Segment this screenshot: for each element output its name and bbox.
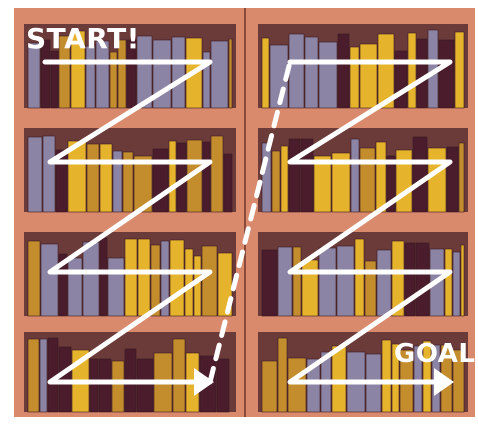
book xyxy=(459,143,464,212)
book xyxy=(288,358,306,412)
book xyxy=(28,137,42,212)
book xyxy=(416,243,429,316)
book xyxy=(337,246,354,316)
book xyxy=(293,247,301,316)
book xyxy=(338,34,349,108)
book xyxy=(376,142,386,212)
book xyxy=(413,137,427,212)
book xyxy=(68,258,82,316)
book xyxy=(100,238,107,316)
book xyxy=(461,245,464,316)
book xyxy=(99,359,111,412)
book xyxy=(355,239,364,316)
book xyxy=(332,346,346,412)
book xyxy=(172,37,185,108)
book xyxy=(377,250,391,316)
book xyxy=(319,42,337,108)
book xyxy=(272,151,280,212)
book xyxy=(447,147,458,212)
book xyxy=(170,240,184,316)
book xyxy=(28,241,40,316)
book xyxy=(169,141,176,212)
book xyxy=(125,239,137,316)
book xyxy=(90,359,98,412)
book xyxy=(382,340,391,412)
book xyxy=(408,33,416,108)
book xyxy=(262,361,277,412)
book xyxy=(108,258,124,316)
book xyxy=(211,41,228,108)
book xyxy=(281,146,288,212)
book xyxy=(211,136,223,212)
book xyxy=(319,248,336,316)
book xyxy=(262,143,271,212)
book xyxy=(40,339,47,412)
book xyxy=(428,148,446,212)
book xyxy=(445,249,452,316)
goal-label: GOAL! xyxy=(394,339,478,369)
book xyxy=(28,339,39,412)
book xyxy=(224,154,232,212)
book xyxy=(439,40,454,108)
book xyxy=(203,142,210,212)
book xyxy=(278,338,287,412)
start-label: START! xyxy=(26,22,140,55)
book xyxy=(417,39,427,108)
book xyxy=(229,39,232,108)
book xyxy=(202,246,217,316)
book xyxy=(360,44,377,108)
book xyxy=(194,256,201,316)
book xyxy=(83,242,99,316)
book xyxy=(173,339,185,412)
book xyxy=(100,144,112,212)
book xyxy=(351,139,359,212)
book xyxy=(262,38,269,108)
book xyxy=(262,250,277,316)
book xyxy=(278,247,292,316)
book xyxy=(396,150,412,212)
book xyxy=(289,139,300,212)
book xyxy=(453,252,460,316)
book xyxy=(112,361,124,412)
book xyxy=(43,136,55,212)
book xyxy=(365,261,376,316)
book xyxy=(217,359,229,412)
book xyxy=(305,37,318,108)
book xyxy=(350,47,359,108)
book xyxy=(137,359,153,412)
book xyxy=(86,46,95,108)
book xyxy=(360,148,375,212)
book xyxy=(455,32,464,108)
book xyxy=(41,244,58,316)
book xyxy=(289,34,304,108)
book xyxy=(405,243,415,316)
book xyxy=(302,260,318,316)
book xyxy=(87,144,99,212)
book xyxy=(138,239,150,316)
